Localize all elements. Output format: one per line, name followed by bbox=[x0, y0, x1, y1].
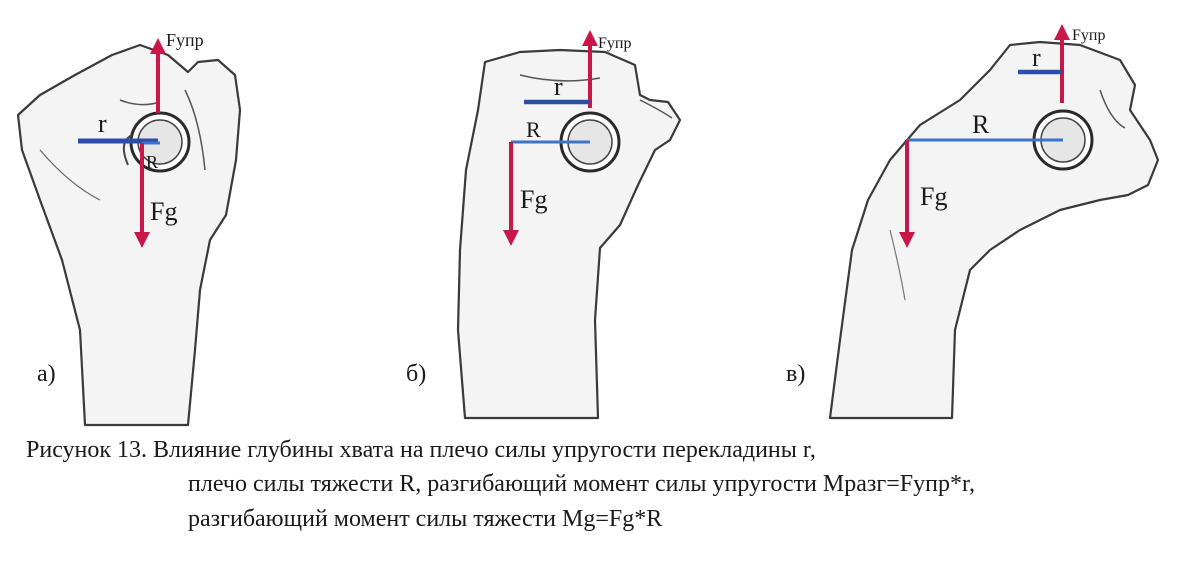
fg-label-c: Fg bbox=[920, 182, 947, 211]
fg-label-a: Fg bbox=[150, 197, 177, 226]
panel-label-c: в) bbox=[786, 361, 806, 387]
R-label-c: R bbox=[972, 110, 990, 139]
panel-a: Fупр r R Fg bbox=[16, 30, 242, 427]
f-elastic-label-c: Fупр bbox=[1072, 27, 1105, 44]
finger-crease-a2 bbox=[184, 89, 206, 171]
finger-crease-b2 bbox=[639, 99, 673, 119]
fist-sketch-b bbox=[456, 48, 682, 420]
r-label-c: r bbox=[1032, 43, 1041, 72]
panel-label-b: б) bbox=[406, 361, 427, 387]
caption-line-3: разгибающий момент силы тяжести Mg=Fg*R bbox=[188, 506, 663, 532]
fist-sketch-c bbox=[828, 40, 1160, 420]
panel-c: Fупр r R Fg bbox=[828, 24, 1160, 420]
caption-line-2: плечо силы тяжести R, разгибающий момент… bbox=[188, 471, 975, 497]
fg-label-b: Fg bbox=[520, 185, 547, 214]
panel-b: Fупр r R Fg bbox=[456, 30, 682, 420]
f-elastic-label-a: Fупр bbox=[166, 30, 204, 50]
finger-crease-a3 bbox=[39, 149, 101, 201]
finger-crease-c2 bbox=[889, 229, 906, 301]
R-label-b: R bbox=[526, 117, 541, 142]
grip-depth-figure: Fупр r R Fg Fупр r R Fg Fупр bbox=[16, 24, 1160, 427]
r-label-b: r bbox=[554, 72, 563, 101]
R-label-a: R bbox=[146, 152, 158, 172]
finger-crease-c1 bbox=[1099, 89, 1126, 129]
caption-line-1: Рисунок 13. Влияние глубины хвата на пле… bbox=[26, 437, 816, 463]
panel-label-a: а) bbox=[37, 361, 56, 387]
r-label-a: r bbox=[98, 109, 107, 138]
f-elastic-label-b: Fупр bbox=[598, 35, 631, 52]
